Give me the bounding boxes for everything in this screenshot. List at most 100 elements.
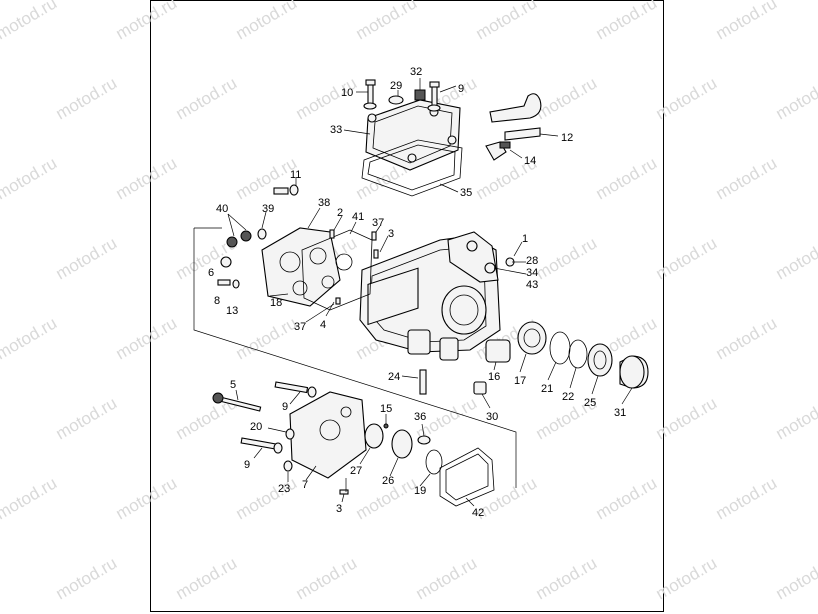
bolt-11 [273,187,289,195]
leader-lines [227,78,633,507]
plug-30 [473,381,487,395]
watermark-text: motod.ru [113,153,181,203]
callout-28: 28 [526,255,538,267]
pin-37-top [371,231,377,241]
gear-26 [391,429,413,459]
watermark-text: motod.ru [713,473,781,523]
watermark-text: motod.ru [0,0,60,43]
cover-gasket [361,139,463,197]
watermark-text: motod.ru [173,553,241,603]
watermark-text: motod.ru [653,553,721,603]
bolt-8 [217,279,231,286]
washer-20 [285,428,295,440]
callout-9b: 9 [282,401,288,413]
callout-16: 16 [488,371,500,383]
pin-2 [329,229,335,239]
washer-13 [232,279,240,289]
vent-29 [388,95,404,105]
watermark-text: motod.ru [653,393,721,443]
watermark-text: motod.ru [413,553,481,603]
watermark-text: motod.ru [533,553,601,603]
watermark-text: motod.ru [233,473,301,523]
callout-labels: 10 29 32 9 12 33 14 35 11 40 39 38 2 41 … [208,66,626,519]
watermark-text: motod.ru [53,73,121,123]
group-bracket-left [193,228,517,488]
washer-23 [283,460,293,472]
pin-37-bottom [335,297,341,305]
watermark-text: motod.ru [53,233,121,283]
callout-10: 10 [341,87,353,99]
watermark-text: motod.ru [473,0,541,43]
callout-39: 39 [262,203,274,215]
callout-7: 7 [302,479,308,491]
watermark-text: motod.ru [0,153,60,203]
gear-27 [364,423,384,449]
callout-8: 8 [214,295,220,307]
callout-12: 12 [561,132,573,144]
watermark-text: motod.ru [53,393,121,443]
watermark-text: motod.ru [113,0,181,43]
watermark-text: motod.ru [653,233,721,283]
watermark-text: motod.ru [113,473,181,523]
watermark-text: motod.ru [173,73,241,123]
ball-15 [383,423,389,429]
callout-2: 2 [337,207,343,219]
bolt-9-mid [274,381,309,394]
top-cover-group [361,79,542,197]
watermark-text: motod.ru [233,0,301,43]
watermark-text: motod.ru [773,73,818,123]
callout-14: 14 [524,155,536,167]
callout-25: 25 [584,397,596,409]
callout-6: 6 [208,267,214,279]
callout-11: 11 [290,169,301,181]
callout-36: 36 [414,411,426,423]
callout-37: 37 [372,217,384,229]
bearing-17 [517,321,547,355]
callout-26: 26 [382,475,394,487]
callout-33: 33 [330,124,342,136]
callout-18: 18 [270,297,282,309]
watermark-text: motod.ru [773,393,818,443]
callout-37b: 37 [294,321,306,333]
watermark-text: motod.ru [533,233,601,283]
callout-34: 34 [526,267,538,279]
callout-22: 22 [562,391,574,403]
bolt-9-top [431,83,438,109]
watermark-text: motod.ru [713,313,781,363]
callout-15: 15 [380,403,392,415]
transmission-case [359,231,515,361]
watermark-text: motod.ru [593,153,661,203]
callout-13: 13 [226,305,238,317]
watermark-text: motod.ru [233,313,301,363]
plug-6 [220,256,232,268]
callout-40: 40 [216,203,228,215]
bushing-16 [485,339,511,363]
plug-40 [226,236,238,248]
ring-22 [568,339,588,369]
callout-30: 30 [486,411,498,423]
callout-17: 17 [514,375,526,387]
callout-19: 19 [414,485,426,497]
gasket-42 [439,447,495,507]
seal-25 [587,343,613,377]
bearing-stack [419,321,649,395]
callout-3b: 3 [336,503,342,515]
watermark-text: motod.ru [773,233,818,283]
pin-3-top [373,249,379,259]
callout-23: 23 [278,483,290,495]
callout-3: 3 [388,228,394,240]
callout-9: 9 [458,83,464,95]
bolt-9-low [240,437,277,450]
watermark-text: motod.ru [593,0,661,43]
watermark-text: motod.ru [353,0,421,43]
callout-27: 27 [350,465,362,477]
callout-1: 1 [522,233,528,245]
callout-4: 4 [320,319,326,331]
callout-43: 43 [526,279,538,291]
watermark-text: motod.ru [113,313,181,363]
watermark-text: motod.ru [0,313,60,363]
callout-41: 41 [352,211,364,223]
watermark-text: motod.ru [713,0,781,43]
pin-3-bottom [339,489,349,495]
